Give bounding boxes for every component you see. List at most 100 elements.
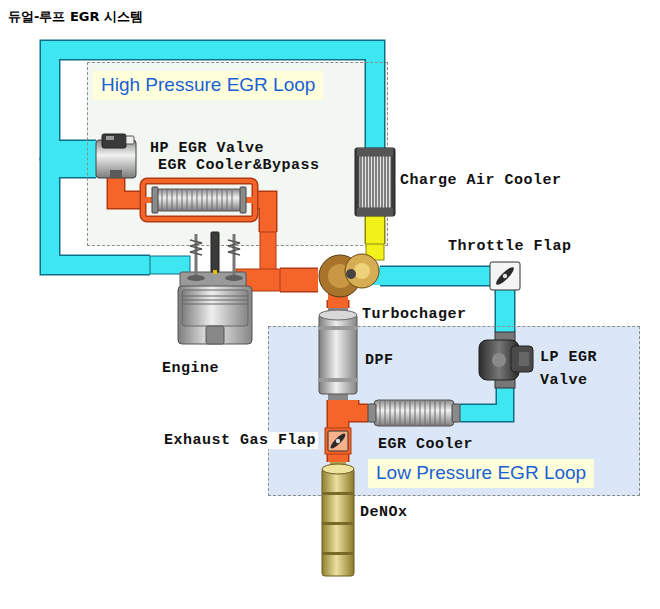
hp-egr-valve-detail bbox=[96, 134, 136, 178]
part-label: HP EGR Valve bbox=[150, 140, 264, 157]
gas-pipe bbox=[366, 216, 384, 244]
lp-egr-valve: LP EGR Valve bbox=[475, 332, 535, 388]
lp-egr-valve-drawing bbox=[475, 332, 535, 388]
hp-egr-cooler-detail bbox=[143, 181, 255, 219]
hp-egr-cooler-detail bbox=[227, 190, 228, 210]
part-label: Exhaust Gas Flap bbox=[162, 432, 318, 449]
dpf-filter-detail bbox=[319, 310, 357, 320]
lp-egr-cooler-detail bbox=[395, 401, 396, 425]
denox-catalyst-detail bbox=[322, 492, 354, 495]
hp-egr-cooler-detail bbox=[212, 190, 213, 210]
charge-air-cooler-drawing bbox=[355, 148, 395, 216]
lp-egr-valve-detail bbox=[479, 332, 533, 388]
denox-catalyst-detail bbox=[322, 462, 354, 576]
lp-egr-cooler-detail bbox=[405, 401, 406, 425]
engine-detail bbox=[225, 275, 243, 281]
lp-egr-cooler-drawing bbox=[368, 395, 460, 431]
pipe-outline bbox=[327, 300, 350, 308]
engine-drawing bbox=[150, 232, 280, 347]
turbocharger-detail bbox=[345, 254, 379, 288]
lp-egr-cooler-detail bbox=[410, 401, 411, 425]
charge-air-cooler-detail bbox=[363, 156, 364, 208]
gas-pipe bbox=[350, 400, 368, 413]
loop-label: High Pressure EGR Loop bbox=[93, 71, 323, 100]
lp-egr-cooler-detail bbox=[445, 401, 446, 425]
dpf-filter-detail bbox=[319, 308, 357, 400]
hp-egr-cooler-detail bbox=[177, 190, 178, 210]
lp-egr-valve-detail bbox=[492, 353, 506, 367]
hp-egr-cooler-detail bbox=[202, 190, 203, 210]
lp-egr-cooler-detail bbox=[425, 401, 426, 425]
lp-egr-cooler-detail bbox=[435, 401, 436, 425]
engine-detail bbox=[150, 256, 190, 274]
pipe-outline bbox=[258, 200, 268, 232]
hp-egr-cooler-detail bbox=[232, 190, 233, 210]
throttle-flap: Throttle Flap bbox=[490, 262, 520, 290]
charge-air-cooler-detail bbox=[360, 156, 361, 208]
engine-detail bbox=[182, 295, 248, 296]
exhaust-gas-flap: Exhaust Gas Flap bbox=[325, 428, 351, 454]
dpf-filter-detail bbox=[319, 378, 357, 382]
denox-catalyst-drawing bbox=[321, 462, 355, 578]
turbocharger-drawing bbox=[318, 244, 380, 300]
loop-label: Low Pressure EGR Loop bbox=[368, 459, 594, 488]
hp-egr-cooler-detail bbox=[217, 190, 218, 210]
engine-detail bbox=[150, 232, 280, 344]
turbocharger: Turbochager bbox=[318, 244, 380, 300]
lp-egr-cooler-detail bbox=[430, 401, 431, 425]
gas-pipe bbox=[460, 388, 505, 413]
exhaust-gas-flap-detail bbox=[325, 428, 351, 454]
lp-egr-cooler-detail bbox=[440, 401, 441, 425]
hp-egr-cooler-drawing bbox=[140, 178, 258, 222]
pipe-outline bbox=[50, 168, 150, 265]
dpf-filter-detail bbox=[319, 314, 357, 394]
charge-air-cooler-detail bbox=[359, 156, 391, 208]
denox-catalyst-detail bbox=[322, 468, 354, 576]
pipe-outline bbox=[280, 268, 318, 293]
hp-egr-cooler-detail bbox=[167, 190, 168, 210]
part-label: Engine bbox=[162, 360, 219, 377]
region-fill bbox=[87, 62, 388, 246]
hp-egr-valve-detail bbox=[110, 170, 122, 178]
turbocharger-detail bbox=[346, 269, 356, 279]
lp-egr-cooler-detail bbox=[368, 404, 376, 422]
pipe-outline bbox=[50, 50, 375, 150]
charge-air-cooler-detail bbox=[357, 148, 393, 156]
exhaust-gas-flap-detail bbox=[328, 431, 348, 451]
engine-detail bbox=[260, 232, 276, 274]
hp-egr-cooler-detail bbox=[162, 190, 163, 210]
turbocharger-detail bbox=[319, 244, 384, 300]
hp-egr-cooler-detail bbox=[187, 190, 188, 210]
lp-egr-cooler-detail bbox=[374, 400, 454, 426]
part-label: Charge Air Cooler bbox=[400, 172, 562, 189]
dpf-filter-detail bbox=[319, 326, 357, 330]
exhaust-gas-flap-detail bbox=[336, 439, 340, 443]
lp-egr-cooler-detail bbox=[390, 401, 391, 425]
dpf-filter-drawing bbox=[318, 308, 358, 400]
charge-air-cooler-detail bbox=[372, 156, 373, 208]
lp-egr-cooler-detail bbox=[400, 401, 401, 425]
part-label: EGR Cooler bbox=[378, 436, 473, 453]
charge-air-cooler-detail bbox=[357, 208, 393, 216]
lp-egr-cooler-detail bbox=[415, 401, 416, 425]
charge-air-cooler-detail bbox=[375, 156, 376, 208]
gas-pipe bbox=[258, 200, 268, 232]
charge-air-cooler: Charge Air Cooler bbox=[355, 148, 395, 216]
lp-egr-cooler-detail bbox=[385, 401, 386, 425]
hp-egr-cooler-detail bbox=[197, 190, 198, 210]
title-box: 듀얼-루프 EGR 시스템 bbox=[8, 8, 143, 26]
exhaust-gas-flap-drawing bbox=[325, 428, 351, 454]
charge-air-cooler-detail bbox=[378, 156, 379, 208]
pipe-outline bbox=[116, 178, 140, 200]
engine: Engine bbox=[150, 232, 280, 347]
denox-catalyst-detail bbox=[322, 464, 354, 474]
charge-air-cooler-detail bbox=[381, 156, 382, 208]
hp-egr-cooler-detail bbox=[143, 181, 255, 219]
hp-egr-cooler-detail bbox=[143, 181, 255, 219]
part-label: EGR Cooler&Bypass bbox=[158, 157, 320, 174]
engine-detail bbox=[206, 326, 224, 344]
engine-detail bbox=[195, 234, 198, 276]
part-label: Turbochager bbox=[362, 306, 467, 323]
pipe-fills bbox=[50, 50, 505, 462]
